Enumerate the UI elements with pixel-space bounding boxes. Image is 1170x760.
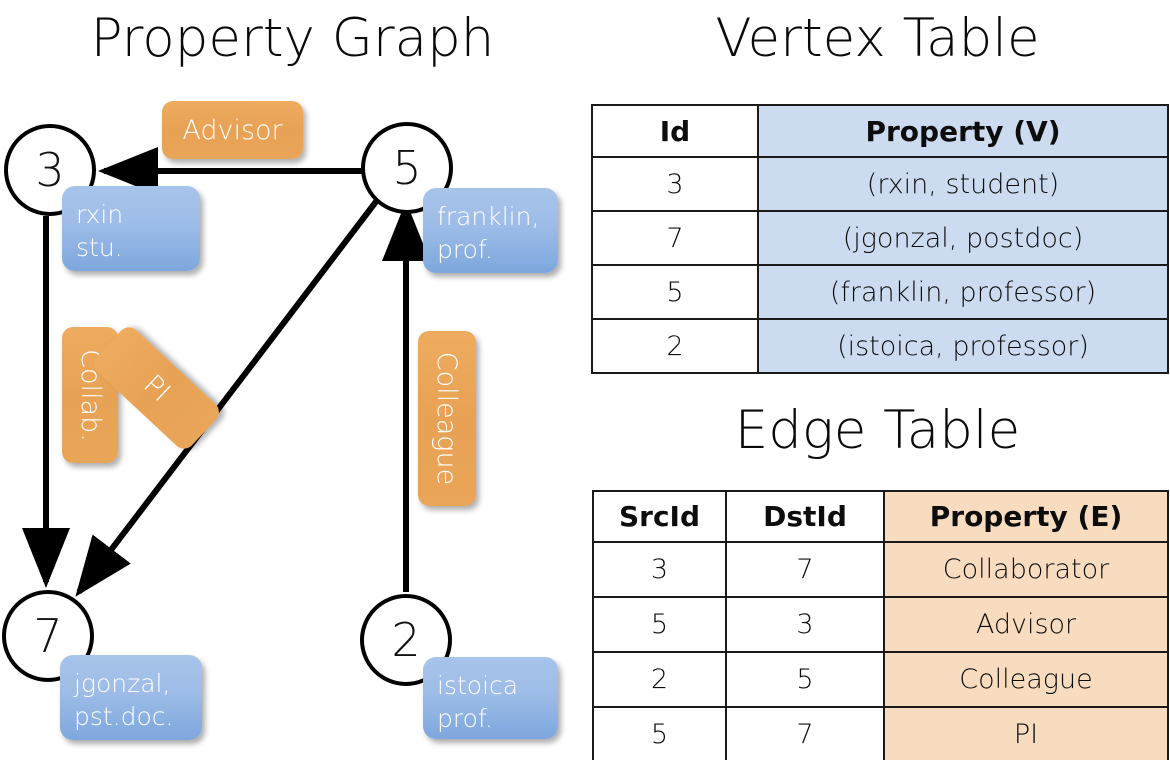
vertex-id-label: 7 <box>33 609 63 663</box>
cell-property: (rxin, student) <box>757 156 1169 212</box>
cell-srcid: 3 <box>592 541 727 598</box>
page-title-property-graph: Property Graph <box>90 8 495 69</box>
edge-label-text: PI <box>137 368 176 408</box>
edge-label-text: Colleague <box>431 351 463 486</box>
vertex-property-line-1: jgonzal, <box>74 669 171 698</box>
cell-srcid: 2 <box>592 651 727 708</box>
cell-property: PI <box>883 706 1169 760</box>
edge-arrow-pi <box>75 197 381 597</box>
graph-edge-arrows <box>22 147 430 597</box>
graph-vertex-2[interactable]: 2 <box>360 594 452 686</box>
column-header-property-v: Property (V) <box>757 104 1169 158</box>
vertex-property-line-2: prof. <box>437 704 493 733</box>
cell-dstid: 3 <box>725 596 885 653</box>
cell-property: (istoica, professor) <box>757 318 1169 374</box>
table-row[interactable]: 5 7 PI <box>592 706 1169 760</box>
cell-property: Colleague <box>883 651 1169 708</box>
vertex-id-label: 3 <box>35 143 65 197</box>
table-row[interactable]: 7 (jgonzal, postdoc) <box>591 210 1169 266</box>
cell-id: 5 <box>591 264 759 320</box>
vertex-id-label: 2 <box>391 613 421 667</box>
vertex-property-box-2[interactable]: istoica prof. <box>423 657 558 739</box>
cell-id: 3 <box>591 156 759 212</box>
table-row[interactable]: 2 (istoica, professor) <box>591 318 1169 374</box>
cell-property: Advisor <box>883 596 1169 653</box>
column-header-dstid: DstId <box>725 490 885 543</box>
cell-property: (jgonzal, postdoc) <box>757 210 1169 266</box>
vertex-id-label: 5 <box>392 141 422 195</box>
vertex-property-line-1: rxin <box>76 200 124 229</box>
cell-property: Collaborator <box>883 541 1169 598</box>
vertex-property-line-2: pst.doc. <box>74 702 174 731</box>
edge-table: SrcId DstId Property (E) 3 7 Collaborato… <box>592 490 1169 760</box>
table-row[interactable]: 5 3 Advisor <box>592 596 1169 653</box>
cell-srcid: 5 <box>592 706 727 760</box>
vertex-property-line-1: franklin, <box>437 202 540 231</box>
table-row[interactable]: 5 (franklin, professor) <box>591 264 1169 320</box>
table-header-row: Id Property (V) <box>591 104 1169 158</box>
table-row[interactable]: 3 7 Collaborator <box>592 541 1169 598</box>
cell-dstid: 5 <box>725 651 885 708</box>
property-graph-diagram: 3 5 7 2 rxin stu. franklin, prof. jgonza… <box>2 101 558 740</box>
vertex-property-box-5[interactable]: franklin, prof. <box>423 188 558 273</box>
table-header-row: SrcId DstId Property (E) <box>592 490 1169 543</box>
vertex-property-box-7[interactable]: jgonzal, pst.doc. <box>60 655 202 740</box>
column-header-property-e: Property (E) <box>883 490 1169 543</box>
edge-label-text: Advisor <box>182 114 283 146</box>
vertex-table: Id Property (V) 3 (rxin, student) 7 (jgo… <box>591 104 1169 374</box>
cell-dstid: 7 <box>725 706 885 760</box>
edge-label-colleague[interactable]: Colleague <box>418 331 476 506</box>
page-title-vertex-table: Vertex Table <box>715 8 1040 69</box>
cell-id: 7 <box>591 210 759 266</box>
cell-srcid: 5 <box>592 596 727 653</box>
vertex-property-box-3[interactable]: rxin stu. <box>62 186 200 271</box>
table-row[interactable]: 2 5 Colleague <box>592 651 1169 708</box>
vertex-property-line-2: stu. <box>76 233 123 262</box>
cell-property: (franklin, professor) <box>757 264 1169 320</box>
cell-id: 2 <box>591 318 759 374</box>
edge-label-advisor[interactable]: Advisor <box>162 101 303 159</box>
cell-dstid: 7 <box>725 541 885 598</box>
page-title-edge-table: Edge Table <box>734 400 1021 461</box>
column-header-srcid: SrcId <box>592 490 727 543</box>
column-header-id: Id <box>591 104 759 158</box>
vertex-property-line-1: istoica <box>437 671 519 700</box>
table-row[interactable]: 3 (rxin, student) <box>591 156 1169 212</box>
vertex-property-line-2: prof. <box>437 235 493 264</box>
